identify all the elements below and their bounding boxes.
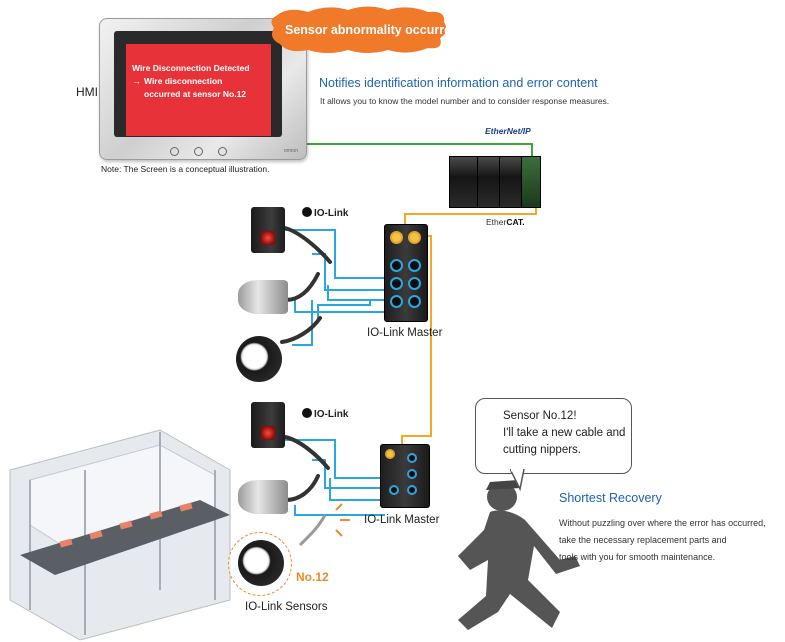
photoelectric-sensor [251, 402, 285, 448]
packaging-machine [9, 429, 231, 641]
ethercat-port[interactable] [385, 449, 395, 459]
iolink-logo-text: IO-Link [314, 409, 349, 420]
iolink-logo-text: IO-Link [314, 208, 349, 219]
recovery-line1: Without puzzling over where the error ha… [559, 518, 766, 528]
ethercat-port[interactable] [390, 231, 403, 244]
alert-text: Sensor abnormality occurred. [285, 23, 463, 37]
iolink-port[interactable] [407, 485, 417, 495]
hmi-screen: Wire Disconnection Detected → Wire disco… [126, 44, 271, 136]
hmi-screen-line1: Wire Disconnection Detected [132, 63, 250, 73]
sensor-no12-label: No.12 [296, 570, 329, 584]
ethercat-suffix: CAT. [506, 217, 525, 227]
iolink-cables-top [285, 229, 390, 346]
iolink-master-top-label: IO-Link Master [367, 327, 443, 339]
iolink-logo-icon [302, 207, 312, 217]
iolink-port[interactable] [390, 259, 403, 272]
iolink-port[interactable] [407, 453, 417, 463]
iolink-logo-top: IO-Link [302, 207, 348, 220]
recovery-line3: tools with you for smooth maintenance. [559, 552, 716, 562]
photoelectric-sensor [251, 207, 285, 253]
proximity-sensor [238, 280, 288, 314]
notify-body: It allows you to know the model number a… [320, 96, 610, 106]
hmi-screen-line2: Wire disconnection [144, 76, 223, 86]
speech-bubble-tail [510, 469, 525, 491]
iolink-port[interactable] [390, 277, 403, 290]
iolink-cables-bottom [285, 439, 385, 516]
hmi-panel: Wire Disconnection Detected → Wire disco… [99, 18, 307, 160]
recovery-title: Shortest Recovery [559, 491, 662, 505]
iolink-port[interactable] [408, 259, 421, 272]
hmi-button-3[interactable] [218, 147, 227, 156]
iolink-port[interactable] [407, 469, 417, 479]
maintenance-person [458, 480, 580, 630]
iolink-sensors-label: IO-Link Sensors [245, 601, 328, 613]
iolink-master-bottom-label: IO-Link Master [364, 514, 440, 526]
iolink-port[interactable] [408, 295, 421, 308]
break-spark [335, 503, 350, 537]
hmi-label: HMI [76, 85, 98, 99]
recovery-line2: take the necessary replacement parts and [559, 535, 727, 545]
iolink-master-top [384, 224, 428, 322]
proximity-sensor [236, 336, 282, 382]
hmi-note: Note: The Screen is a conceptual illustr… [101, 164, 270, 174]
iolink-master-bottom [380, 444, 430, 508]
ethercat-prefix: Ether [486, 217, 507, 227]
sensor-pigtails [280, 226, 332, 502]
notify-title: Notifies identification information and … [319, 76, 598, 90]
hmi-button-1[interactable] [170, 147, 179, 156]
speech-line2: I'll take a new cable and [503, 427, 626, 439]
alert-burst-icon [271, 6, 447, 53]
proximity-sensor [238, 480, 288, 514]
hmi-screen-line3: occurred at sensor No.12 [144, 89, 247, 99]
speech-line1: Sensor No.12! [503, 410, 577, 422]
ethercat-logo: EtherCAT. [486, 217, 525, 228]
proximity-sensor-no12[interactable] [238, 540, 284, 586]
hmi-button-2[interactable] [194, 147, 203, 156]
hmi-brand: omron [283, 148, 298, 155]
iolink-logo-bottom: IO-Link [302, 408, 348, 421]
plc-controller [449, 156, 541, 208]
broken-cable [298, 514, 327, 547]
speech-bubble: Sensor No.12! I'll take a new cable and … [475, 398, 632, 474]
arrow-right-icon: → [132, 76, 141, 86]
iolink-port[interactable] [389, 485, 399, 495]
ethernet-ip-logo: EtherNet/IP [485, 126, 531, 136]
speech-line3: cutting nippers. [503, 444, 581, 456]
iolink-port[interactable] [390, 295, 403, 308]
ethercat-port[interactable] [408, 231, 421, 244]
iolink-port[interactable] [408, 277, 421, 290]
iolink-logo-icon [302, 408, 312, 418]
